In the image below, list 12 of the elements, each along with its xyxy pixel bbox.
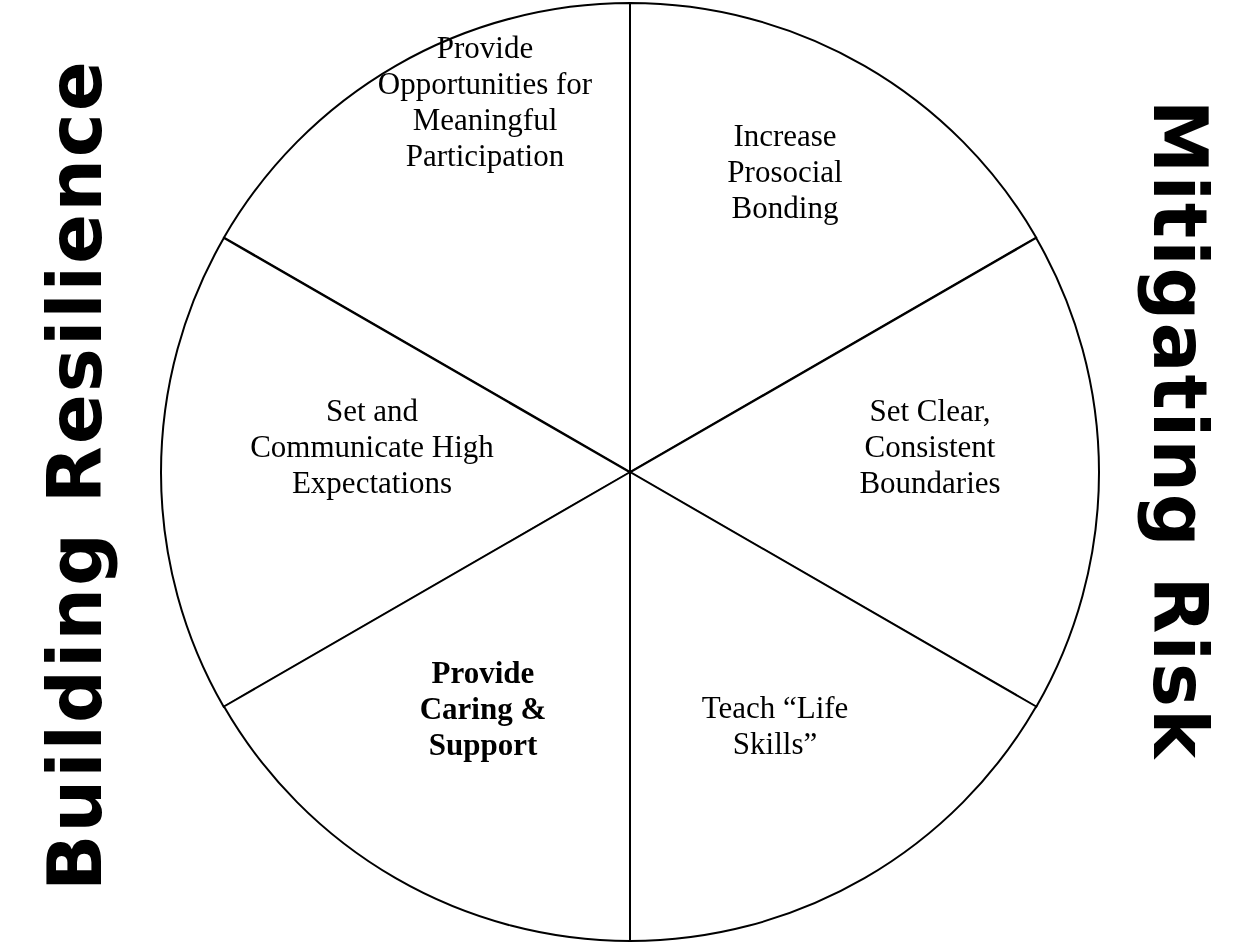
sector-label: Teach “Life Skills” xyxy=(700,690,850,762)
wheel-sector xyxy=(630,3,1037,472)
sector-label: Increase Prosocial Bonding xyxy=(726,118,844,226)
sector-label: Provide Caring & Support xyxy=(418,655,548,763)
side-heading: Building Resilience xyxy=(31,59,118,891)
wheel-sector xyxy=(630,472,1037,941)
wheel-sector xyxy=(223,472,630,941)
sector-label: Provide Opportunities for Meaningful Participation xyxy=(376,30,594,174)
sector-label: Set and Communicate High Expectations xyxy=(249,393,495,501)
wheel-sector xyxy=(223,3,630,472)
sector-label: Set Clear, Consistent Boundaries xyxy=(858,393,1002,501)
side-heading: Mitigating Risk xyxy=(1137,99,1224,761)
